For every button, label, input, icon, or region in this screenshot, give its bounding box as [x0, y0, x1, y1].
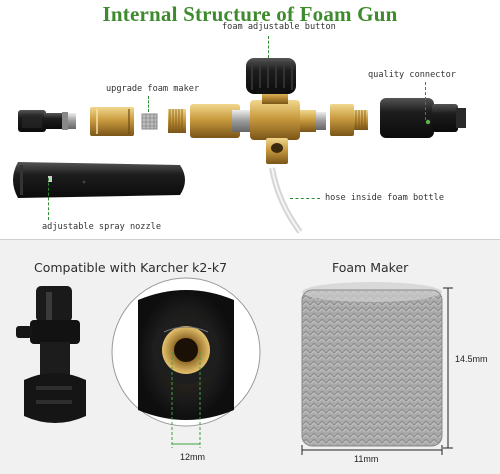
brass-nut-part	[330, 104, 368, 136]
adapter-thread-closeup	[138, 290, 234, 420]
label-upgrade-foam-maker: upgrade foam maker	[106, 84, 200, 94]
spray-nozzle-part	[13, 162, 185, 198]
page-title: Internal Structure of Foam Gun	[102, 2, 398, 26]
leader-connector	[425, 82, 426, 120]
dimension-thread-12mm: 12mm	[180, 452, 206, 462]
brass-sleeve-part	[90, 107, 134, 136]
threaded-brass-part	[168, 109, 186, 133]
section-divider	[0, 239, 500, 240]
heading-foam-maker: Foam Maker	[332, 260, 409, 275]
dimension-height-14-5mm: 14.5mm	[455, 354, 488, 364]
label-hose-inside-bottle: hose inside foam bottle	[325, 193, 444, 203]
karcher-adapter-image	[16, 286, 86, 423]
heading-compatible: Compatible with Karcher k2-k7	[34, 260, 228, 275]
hose-part	[269, 167, 303, 234]
leader-nozzle	[48, 178, 49, 220]
dimension-width-11mm: 11mm	[354, 454, 379, 464]
foam-gun-exploded-diagram	[13, 58, 466, 234]
label-adjustable-spray-nozzle: adjustable spray nozzle	[42, 222, 161, 232]
foam-maker-mesh-part	[141, 113, 158, 130]
label-quality-connector: quality connector	[368, 70, 456, 80]
adjustable-knob-part	[246, 58, 296, 94]
leader-foam-button	[268, 36, 269, 58]
leader-foam-maker	[148, 96, 149, 112]
nozzle-tip-part	[18, 110, 76, 132]
foam-gun-body-part	[190, 90, 326, 164]
leader-hose	[290, 198, 320, 199]
quality-connector-part	[380, 98, 466, 138]
label-foam-adjustable-button: foam adjustable button	[222, 22, 336, 32]
foam-maker-mesh-image	[301, 282, 443, 447]
product-detail-illustrations	[16, 277, 453, 455]
